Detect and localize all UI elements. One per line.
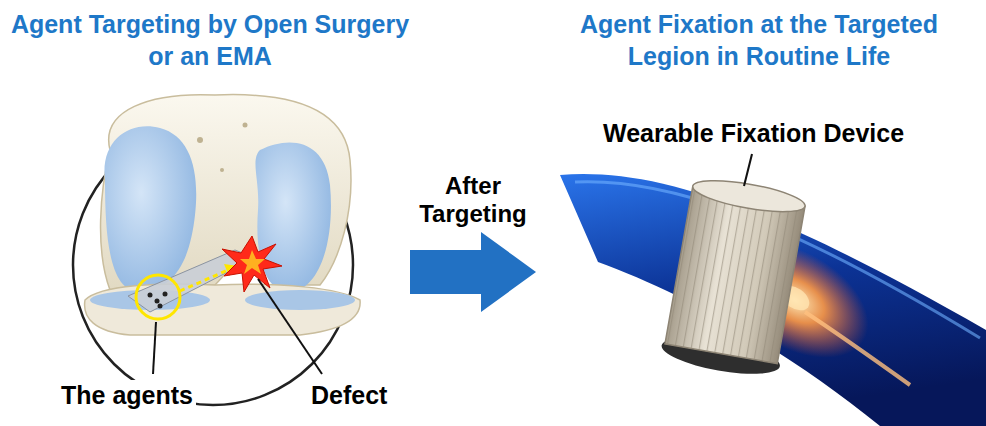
block-arrow	[410, 232, 536, 312]
agent-dot	[158, 304, 163, 309]
agent-dot	[155, 299, 160, 304]
callout-label: The agents	[58, 380, 196, 410]
cartilage-left	[104, 126, 196, 292]
panel: Agent Fixation at the Targeted Legion in…	[536, 8, 982, 416]
agent-dot	[163, 292, 168, 297]
wearable-band	[659, 174, 810, 381]
agent-dot	[148, 293, 153, 298]
leader-line	[744, 154, 752, 186]
bone-pore	[197, 137, 203, 143]
defect-star	[222, 236, 282, 292]
targeting-path	[180, 270, 228, 291]
bone-pore	[220, 168, 224, 172]
band-body	[665, 186, 805, 363]
limb	[560, 174, 986, 426]
panel-heading: Agent Fixation at the Targeted Legion in…	[536, 8, 982, 72]
arrow-label: After Targeting	[393, 172, 553, 228]
leader-line	[258, 279, 322, 374]
panel: Agent Targeting by Open Surgery or an EM…	[10, 8, 410, 416]
band-top	[691, 174, 807, 217]
defect-star-core	[240, 250, 265, 274]
band-texture	[665, 186, 805, 363]
meniscus	[245, 290, 355, 310]
leg-illustration	[560, 154, 986, 426]
agent-circle	[136, 275, 180, 319]
panel-heading: Agent Targeting by Open Surgery or an EM…	[10, 8, 410, 72]
knee-illustration	[73, 95, 360, 405]
leader-line	[153, 322, 156, 374]
bone-pore	[243, 123, 248, 128]
bone-outline	[805, 312, 910, 385]
callout-label: Wearable Fixation Device	[600, 118, 907, 148]
callout-label: Defect	[308, 380, 390, 410]
cartilage-right	[255, 142, 330, 292]
tibia-plateau	[85, 284, 361, 335]
